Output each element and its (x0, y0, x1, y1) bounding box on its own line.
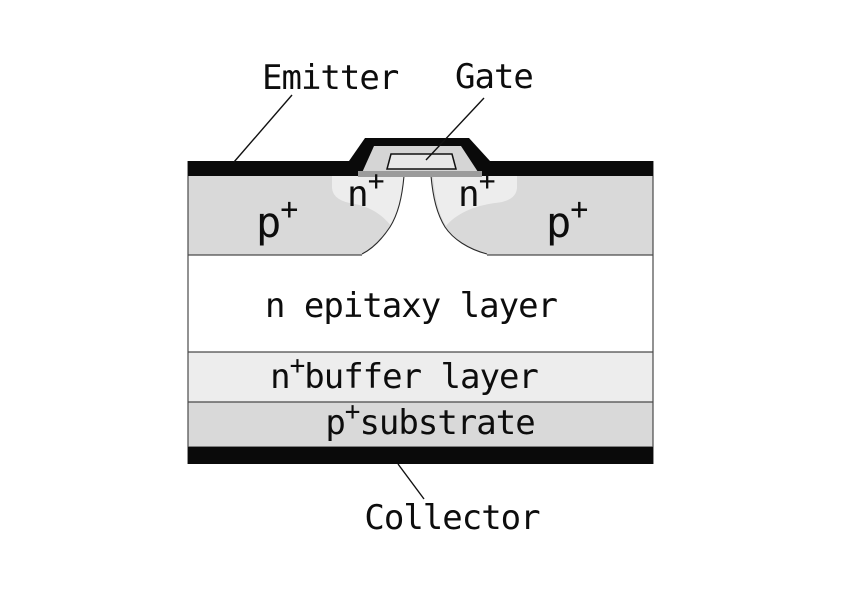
n-plus-right-label: n+ (458, 164, 495, 215)
collector-metal (188, 447, 653, 464)
n-plus-wells (332, 176, 517, 226)
n-epitaxy-layer-label: n epitaxy layer (265, 286, 558, 326)
leader-lines (233, 94, 485, 500)
n-epitaxy-layer-region (188, 255, 653, 352)
substrate-base: p (325, 403, 344, 443)
n-plus-left-label: n+ (347, 164, 384, 215)
gate-stack (358, 146, 482, 177)
channel-notch (361, 175, 488, 255)
gate-leader-line (425, 97, 485, 161)
p-well-boundary-left (361, 175, 405, 255)
p-plus-left-label: p+ (256, 192, 297, 247)
n-plus-right-base: n (458, 174, 479, 215)
p-plus-right-base: p (546, 198, 570, 247)
n-plus-well-left (332, 176, 404, 226)
n-plus-right-sup: + (479, 164, 495, 197)
collector-leader-line (397, 463, 425, 500)
p-plus-left-sup: + (280, 192, 297, 227)
buffer-base: n (270, 357, 289, 397)
buffer-rest: buffer layer (304, 357, 538, 397)
p-plus-right-sup: + (570, 192, 587, 227)
gate-electrode (386, 153, 457, 170)
p-plus-right-label: p+ (546, 192, 587, 247)
n-plus-buffer-layer-label: n+buffer layer (270, 351, 538, 397)
p-well-boundary-right (430, 175, 488, 255)
p-plus-left-base: p (256, 198, 280, 247)
gate-oxide-bar (358, 171, 482, 177)
substrate-sup: + (345, 397, 360, 427)
n-plus-buffer-layer-region (188, 352, 653, 402)
gate-label: Gate (455, 57, 533, 97)
emitter-leader-line (233, 94, 293, 163)
n-plus-left-sup: + (368, 164, 384, 197)
collector-label: Collector (364, 498, 540, 538)
n-plus-left-base: n (347, 174, 368, 215)
n-plus-well-right (433, 176, 517, 226)
buffer-sup: + (290, 351, 305, 381)
emitter-label: Emitter (262, 58, 399, 98)
p-plus-substrate-region (188, 402, 653, 447)
substrate-rest: substrate (359, 403, 534, 443)
p-plus-substrate-label: p+substrate (325, 397, 534, 443)
notch-fill (362, 176, 487, 255)
